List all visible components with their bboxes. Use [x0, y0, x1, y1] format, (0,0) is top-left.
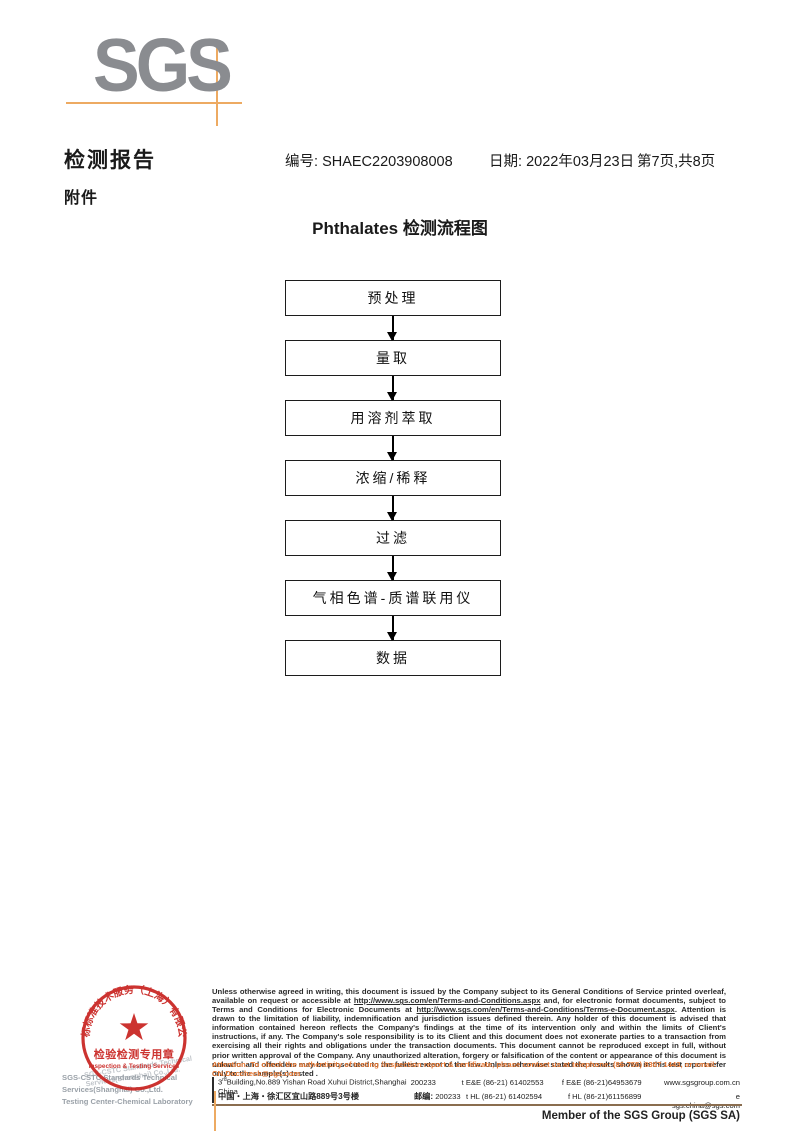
arrow-down-icon: [388, 616, 397, 641]
company-name-en: SGS-CSTC Standards Technical Services(Sh…: [62, 1073, 178, 1094]
stamp-ring: [81, 985, 187, 1091]
disclaimer-part1: Unless otherwise agreed in writing, this…: [212, 987, 726, 1006]
report-title: 检测报告: [64, 149, 156, 172]
postcode-cn: 邮编: 200233: [413, 1092, 461, 1101]
phone-cn: t HL (86-21) 61402594: [465, 1092, 543, 1101]
star-icon: [119, 1013, 149, 1041]
postcode-en: 200233: [410, 1077, 436, 1087]
logo-horizontal-line: [66, 102, 242, 104]
flow-step-pretreatment: 预处理: [285, 280, 501, 316]
flow-step-gcms: 气相色谱-质谱联用仪: [285, 580, 501, 616]
sgs-member-note: Member of the SGS Group (SGS SA): [541, 1110, 740, 1122]
arrow-down-icon: [388, 316, 397, 341]
address-row-en: 3rdBuilding,No.889 Yishan Road Xuhui Dis…: [218, 1077, 740, 1096]
inspection-seal-stamp: 通标标准技术服务（上海）有限公司 检验检测专用章 Inspection & Te…: [72, 976, 188, 1091]
fax-cn: f HL (86-21)61156899: [567, 1092, 642, 1101]
attention-notice: Attention: To check the authenticity of …: [212, 1060, 717, 1079]
logo-vertical-line: [216, 40, 218, 126]
report-date-value: 2022年03月23日: [526, 154, 635, 170]
flow-step-solvent-extraction: 用溶剂萃取: [285, 400, 501, 436]
disclaimer-part2: and, for electronic format documents, su…: [212, 996, 726, 1015]
flowchart-title: Phthalates 检测流程图: [312, 219, 488, 238]
footer-divider: [212, 1104, 742, 1106]
flow-step-measure: 量取: [285, 340, 501, 376]
report-date: 日期: 2022年03月23日: [489, 150, 634, 171]
flow-step-filter: 过滤: [285, 520, 501, 556]
arrow-down-icon: [388, 376, 397, 401]
flowchart: 预处理 量取 用溶剂萃取 浓缩/稀释 过滤 气相色谱-质谱联用仪 数据: [285, 280, 501, 676]
company-department: Testing Center-Chemical Laboratory: [62, 1096, 193, 1106]
sgs-logo-text: SGS: [93, 23, 233, 108]
address-block: 3rdBuilding,No.889 Yishan Road Xuhui Dis…: [212, 1077, 740, 1110]
sgs-logo: SGS: [66, 23, 255, 128]
arrow-down-icon: [388, 496, 397, 521]
address-row-cn: 中国・上海・徐汇区宜山路889号3号楼 邮编: 200233 t HL (86-…: [218, 1090, 740, 1110]
arrow-down-icon: [388, 556, 397, 581]
address-en: 3rdBuilding,No.889 Yishan Road Xuhui Dis…: [218, 1077, 407, 1096]
fax-en: f E&E (86-21)64953679: [561, 1077, 642, 1087]
report-date-label: 日期:: [489, 154, 523, 170]
page-indicator: 第7页,共8页: [637, 154, 716, 170]
report-number-value: SHAEC2203908008: [322, 154, 453, 170]
disclaimer-text: Unless otherwise agreed in writing, this…: [212, 987, 726, 1078]
flow-step-data: 数据: [285, 640, 501, 676]
phone-en: t E&E (86-21) 61402553: [461, 1077, 544, 1087]
address-cn: 中国・上海・徐汇区宜山路889号3号楼: [218, 1092, 360, 1101]
stamp-seal-cn: 检验检测专用章: [94, 1047, 175, 1061]
report-number: 编号: SHAEC2203908008: [285, 150, 453, 171]
arrow-down-icon: [388, 436, 397, 461]
company-name-block: SGS-CSTC Standards Technical Services(Sh…: [62, 1072, 232, 1107]
stamp-seal-en: Inspection & Testing Services: [89, 1063, 180, 1070]
email-link[interactable]: e sgs.china@sgs.com: [672, 1092, 740, 1110]
website-link[interactable]: www.sgsgroup.com.cn: [664, 1077, 740, 1087]
report-number-label: 编号:: [285, 154, 319, 170]
disclaimer-part3: . Attention is drawn to the limitation o…: [212, 1005, 726, 1078]
footer-crop-mark: [214, 1091, 216, 1131]
terms-url[interactable]: http://www.sgs.com/en/Terms-and-Conditio…: [353, 996, 541, 1006]
attachment-label: 附件: [64, 190, 99, 207]
terms-e-document-url[interactable]: http://www.sgs.com/en/Terms-and-Conditio…: [416, 1005, 675, 1015]
flow-step-concentrate-dilute: 浓缩/稀释: [285, 460, 501, 496]
